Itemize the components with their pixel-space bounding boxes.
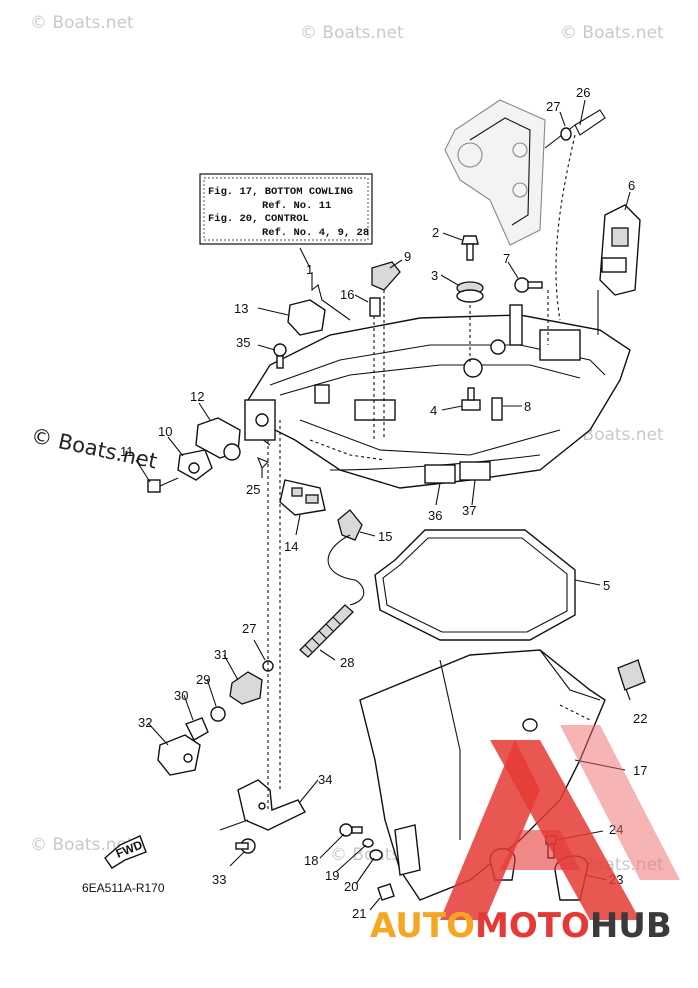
lower-left-parts xyxy=(157,671,421,901)
watermark: © Boats.net xyxy=(300,23,404,43)
part-label: 14 xyxy=(284,539,298,554)
part-label: 1 xyxy=(306,262,313,277)
ref-line-1: Fig. 17, BOTTOM COWLING xyxy=(208,186,353,198)
reference-box: Fig. 17, BOTTOM COWLING Ref. No. 11 Fig.… xyxy=(199,173,373,245)
part-label: 37 xyxy=(462,503,476,518)
part-label: 26 xyxy=(576,85,590,100)
part-label: 3 xyxy=(431,268,438,283)
part-label: 36 xyxy=(428,508,442,523)
part-26-hose xyxy=(544,109,606,321)
part-label: 27 xyxy=(242,621,256,636)
part-label: 33 xyxy=(212,872,226,887)
part-label: 7 xyxy=(503,251,510,266)
part-label: 20 xyxy=(344,879,358,894)
watermark: © Boats.net xyxy=(30,13,134,33)
part-label: 13 xyxy=(234,301,248,316)
logo-moto: MOTO xyxy=(475,906,590,946)
part-label: 31 xyxy=(214,647,228,662)
leader-lines xyxy=(135,99,631,911)
part-label: 12 xyxy=(190,389,204,404)
part-label: 18 xyxy=(304,853,318,868)
part-label: 19 xyxy=(325,868,339,883)
part-label: 22 xyxy=(633,711,647,726)
part-label: 34 xyxy=(318,772,332,787)
part-5-gasket xyxy=(374,529,576,641)
part-label: 10 xyxy=(158,424,172,439)
ref-line-3: Fig. 20, CONTROL xyxy=(208,213,309,225)
logo-hub: HUB xyxy=(590,906,672,946)
part-label: 21 xyxy=(352,906,366,921)
part-label: 8 xyxy=(524,399,531,414)
watermark: © Boats.net xyxy=(30,835,134,855)
part-label: 17 xyxy=(633,763,647,778)
part-label: 15 xyxy=(378,529,392,544)
watermark: © Boats.net xyxy=(560,23,664,43)
part-label: 6 xyxy=(628,178,635,193)
parts-14-15 xyxy=(279,479,363,541)
part-label: 2 xyxy=(432,225,439,240)
ref-line-4: Ref. No. 4, 9, 28 xyxy=(262,227,369,239)
part-label: 35 xyxy=(236,335,250,350)
part-label: 29 xyxy=(196,672,210,687)
part-label: 16 xyxy=(340,287,354,302)
part-label: 9 xyxy=(404,249,411,264)
part-label: 25 xyxy=(246,482,260,497)
bottom-cowling xyxy=(244,304,631,489)
logo-auto: AUTO xyxy=(370,906,475,946)
part-label: 27 xyxy=(546,99,560,114)
part-label: 4 xyxy=(430,403,437,418)
part-28-cable xyxy=(262,534,365,672)
left-side-parts xyxy=(147,417,269,493)
figure-code: 6EA511A-R170 xyxy=(82,881,165,895)
logo-text: AUTOMOTOHUB xyxy=(370,906,672,946)
upper-small-parts xyxy=(273,204,641,421)
part-label: 5 xyxy=(603,578,610,593)
engine-bracket-ghost xyxy=(444,99,546,246)
part-label: 28 xyxy=(340,655,354,670)
automotohub-logo: AUTOMOTOHUB xyxy=(370,725,680,946)
part-label: 11 xyxy=(120,444,134,459)
part-label: 32 xyxy=(138,715,152,730)
part-label: 30 xyxy=(174,688,188,703)
part-labels: 1 2 3 4 5 6 7 8 9 10 11 12 13 14 15 16 1… xyxy=(120,85,647,921)
ref-line-2: Ref. No. 11 xyxy=(262,200,331,212)
